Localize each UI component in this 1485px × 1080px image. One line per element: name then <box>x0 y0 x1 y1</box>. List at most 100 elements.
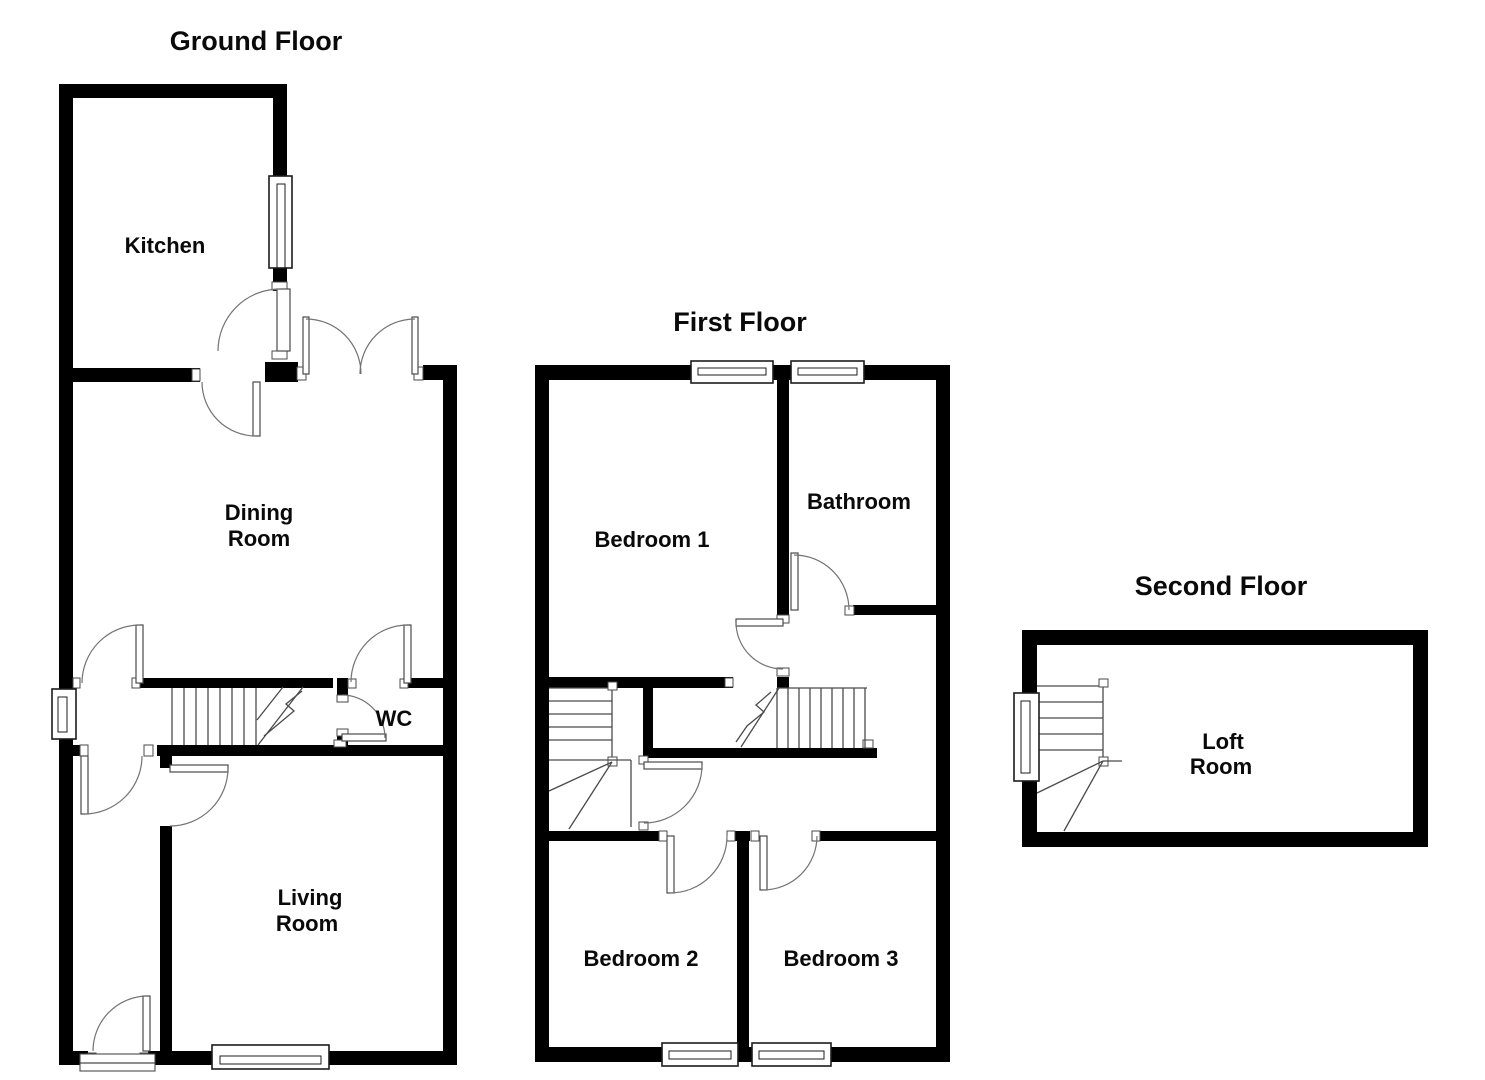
stair-winder <box>740 687 780 748</box>
wall <box>160 826 172 1051</box>
door-jamb <box>811 830 821 842</box>
stair-winder <box>1036 760 1104 794</box>
dining-room-label-line2: Room <box>228 526 290 551</box>
door-leaf <box>80 755 89 815</box>
window-pane <box>1020 700 1031 774</box>
wc-label: WC <box>376 706 413 731</box>
door-swing-arc <box>643 764 703 824</box>
door-jamb <box>750 830 760 842</box>
kitchen-dining-door <box>201 381 261 437</box>
window-pane <box>57 696 68 733</box>
living-room-label-line1: Living <box>278 885 343 910</box>
stair-newel <box>1098 678 1109 688</box>
bathroom-window <box>790 360 865 384</box>
first-floor-staircase <box>735 687 867 748</box>
kitchen-window <box>268 175 293 269</box>
wall <box>443 365 457 1065</box>
first-floor-title: First Floor <box>673 307 807 337</box>
window-frame <box>268 175 293 269</box>
door-jamb <box>72 677 81 689</box>
door-swing-arc <box>305 318 362 375</box>
kitchen-side-door <box>217 288 291 352</box>
hall-inner-door <box>80 755 143 815</box>
door-swing-arc <box>201 381 257 437</box>
wall <box>73 745 82 756</box>
door-leaf <box>341 733 387 742</box>
door-swing-arc <box>92 995 147 1052</box>
window-frame <box>690 360 774 384</box>
door-jamb <box>638 821 649 831</box>
dining-wc-lobby-door <box>350 624 412 684</box>
bedroom2-window <box>661 1042 739 1067</box>
loft-room-label-line1: Loft <box>1202 729 1244 754</box>
wall <box>337 678 348 695</box>
wall <box>1022 630 1428 645</box>
door-leaf <box>411 316 419 375</box>
wall <box>853 605 936 615</box>
wall <box>59 84 287 98</box>
bedroom3-window <box>751 1042 832 1067</box>
window-frame <box>1013 692 1040 782</box>
door-swing-arc <box>81 624 141 684</box>
door-swing-arc <box>341 694 386 739</box>
ground-floor-walls <box>59 84 457 1065</box>
door-jamb <box>726 830 736 842</box>
wall <box>140 678 333 688</box>
wall <box>408 678 443 688</box>
back-door <box>79 995 156 1072</box>
bathroom-door <box>790 552 850 611</box>
second-floor-plan: Second Floor Loft Room <box>1013 571 1428 847</box>
stair-newel <box>607 756 618 767</box>
bedroom2-label: Bedroom 2 <box>584 946 699 971</box>
french-doors <box>302 316 419 375</box>
door-jamb <box>724 677 734 688</box>
wall <box>160 756 172 768</box>
door-jamb <box>776 667 790 677</box>
wall <box>73 368 200 382</box>
ground-floor-title: Ground Floor <box>170 26 343 56</box>
door-swing-arc <box>83 755 143 815</box>
door-swing-arc <box>217 288 281 352</box>
door-jamb <box>658 830 668 842</box>
wall <box>157 745 457 756</box>
door-jamb <box>862 739 874 749</box>
loft-staircase-first-floor <box>548 681 632 830</box>
door-swing-arc <box>169 767 229 827</box>
wall <box>777 380 789 615</box>
door-leaf <box>135 624 144 684</box>
door-leaf <box>735 618 784 627</box>
wall <box>535 1047 950 1062</box>
hall-window <box>51 688 77 740</box>
door-jamb <box>336 694 349 703</box>
wall <box>59 84 73 1065</box>
window-pane <box>797 367 858 376</box>
door-swing-arc <box>735 621 784 670</box>
living-room-door <box>169 764 229 827</box>
loft-window <box>1013 692 1040 782</box>
door-swing-arc <box>669 835 728 894</box>
stair-winder <box>568 761 613 830</box>
bedroom1-door <box>735 618 784 670</box>
loft-stairs-door <box>643 761 703 824</box>
door-jamb <box>79 744 89 757</box>
ground-floor-plan: Ground Floor <box>51 26 457 1072</box>
stair-direction-arrow <box>735 691 772 743</box>
wall <box>936 365 950 1062</box>
door-jamb <box>191 368 201 382</box>
bedroom1-label: Bedroom 1 <box>595 527 710 552</box>
door-swing-arc <box>793 554 850 611</box>
dining-room-label-line1: Dining <box>225 500 293 525</box>
window-frame <box>661 1042 739 1067</box>
door-leaf <box>252 381 261 437</box>
bedroom2-door <box>666 835 728 894</box>
stair-newel <box>607 681 618 691</box>
living-room-label-line2: Room <box>276 911 338 936</box>
stair-direction-arrow <box>263 690 303 737</box>
stair-winder <box>256 686 284 721</box>
stair-winder <box>548 761 613 792</box>
ground-floor-staircase <box>171 686 304 746</box>
window-pane <box>758 1050 825 1060</box>
bedroom3-door <box>759 835 818 891</box>
